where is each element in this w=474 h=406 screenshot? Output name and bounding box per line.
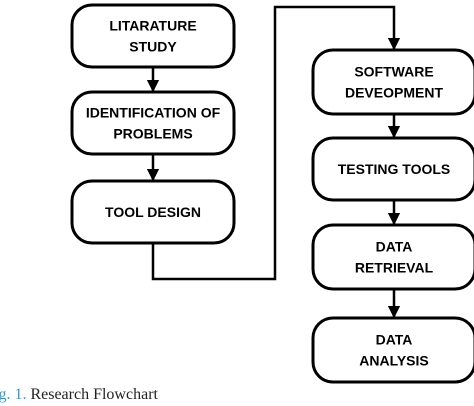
figure-label: ig. 1.	[0, 386, 27, 403]
step-data-analysis: DATA ANALYSIS	[311, 316, 474, 384]
step-label: TESTING TOOLS	[338, 161, 451, 177]
figure-title: Research Flowchart	[30, 386, 158, 403]
step-software-deveopment: SOFTWARE DEVEOPMENT	[311, 48, 474, 116]
step-label: RETRIEVAL	[355, 260, 434, 276]
step-litarature-study: LITARATURE STUDY	[70, 3, 236, 69]
step-box	[311, 136, 474, 202]
step-label: STUDY	[129, 39, 177, 55]
connectors	[146, 5, 401, 319]
flowchart-steps: LITARATURE STUDY IDENTIFICATION OF PROBLEMS…	[70, 3, 474, 384]
figure-caption: ig. 1. Research Flowchart	[0, 385, 158, 405]
step-data-retrieval: DATA RETRIEVAL	[311, 223, 474, 291]
step-identification-of-problems: IDENTIFICATION OF PROBLEMS	[70, 90, 236, 156]
step-label: ANALYSIS	[359, 353, 429, 369]
step-box	[311, 48, 474, 116]
step-box	[70, 90, 236, 156]
step-label: IDENTIFICATION OF	[86, 105, 221, 121]
step-box	[311, 223, 474, 291]
step-tool-design: TOOL DESIGN	[70, 179, 236, 245]
step-box	[70, 179, 236, 245]
step-label: SOFTWARE	[354, 64, 433, 80]
step-label: TOOL DESIGN	[105, 204, 201, 220]
step-label: DATA	[376, 332, 413, 348]
step-label: LITARATURE	[109, 18, 196, 34]
step-box	[70, 3, 236, 69]
arrow-tool-design-to-software-deveopment	[151, 5, 401, 281]
step-testing-tools: TESTING TOOLS	[311, 136, 474, 202]
step-label: DATA	[376, 239, 413, 255]
step-label: PROBLEMS	[113, 126, 192, 142]
step-label: DEVEOPMENT	[345, 85, 443, 101]
step-box	[311, 316, 474, 384]
